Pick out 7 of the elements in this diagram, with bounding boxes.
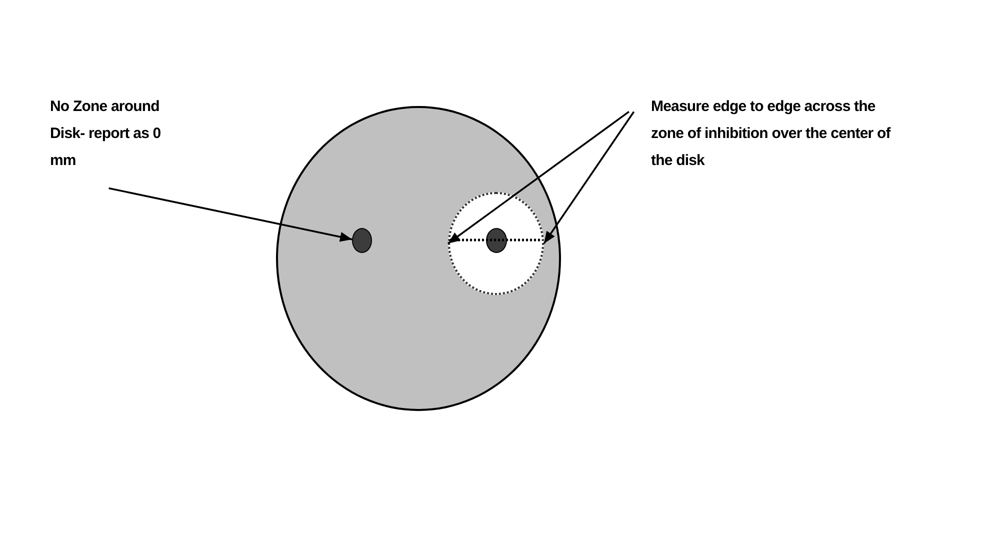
leader-arrow (543, 111, 635, 244)
antibiotic-disk (352, 228, 372, 253)
annotation-text: No Zone around Disk- report as 0 mm (50, 97, 162, 171)
leader-arrow (447, 110, 630, 244)
leader-arrow (108, 187, 352, 242)
antibiotic-disk (486, 228, 507, 253)
annotation-text: Measure edge to edge across the zone of inhibition over the center of the disk (651, 97, 892, 171)
